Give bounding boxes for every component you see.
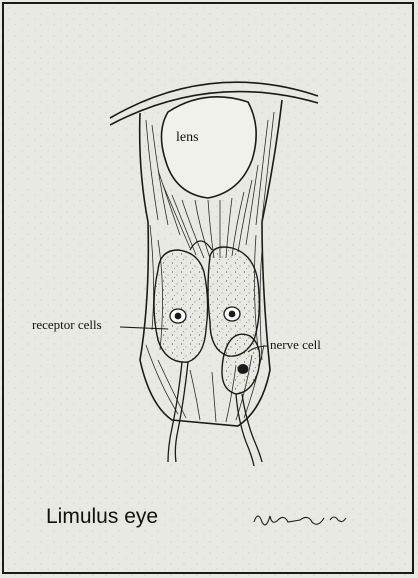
lens-label: lens [176, 130, 199, 146]
drawing-frame [2, 2, 414, 574]
receptor-cells-label: receptor cells [32, 317, 102, 333]
diagram-title: Limulus eye [46, 505, 158, 529]
nerve-cell-label: nerve cell [270, 337, 321, 353]
